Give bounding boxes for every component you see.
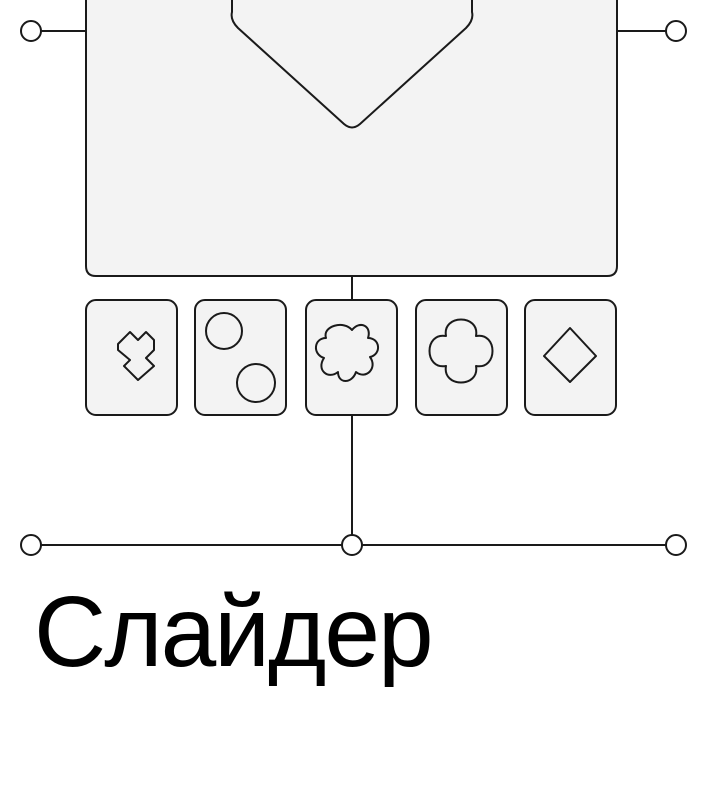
flower-icon <box>315 323 379 382</box>
slider-end-knob <box>665 534 687 556</box>
thumbnail-3-selected[interactable] <box>305 299 398 416</box>
clover-icon <box>428 318 494 384</box>
thumbnail-4[interactable] <box>415 299 508 416</box>
slider-start-knob <box>20 534 42 556</box>
pixel-heart-icon <box>117 331 155 381</box>
thumbnail-5[interactable] <box>524 299 617 416</box>
diamond-icon <box>543 327 597 383</box>
page-title: Слайдер <box>34 576 434 688</box>
main-slide-panel <box>85 0 618 277</box>
heart-icon <box>230 0 474 129</box>
thumbnail-1[interactable] <box>85 299 178 416</box>
slider-handle[interactable] <box>341 534 363 556</box>
right-top-knob <box>665 20 687 42</box>
thumbnail-2[interactable] <box>194 299 287 416</box>
left-top-knob <box>20 20 42 42</box>
two-circles-icon <box>205 312 243 350</box>
